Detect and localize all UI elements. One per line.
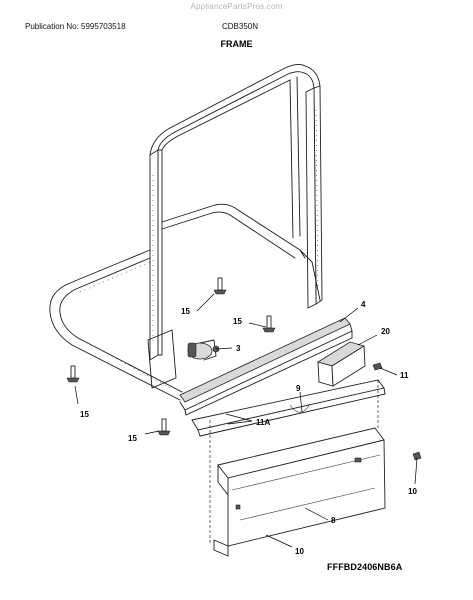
callout-10: 10 [408,487,417,496]
leader-line [304,507,329,521]
leader-line [299,391,303,413]
callout-9: 9 [296,384,301,393]
screw-11 [372,362,383,371]
foot-15-middle [262,315,276,333]
callout-11a: 11A [256,418,270,427]
callout-10: 10 [295,547,304,556]
leader-line [215,347,233,350]
publication-number: Publication No: 5995703518 [25,22,126,31]
leader-line [144,430,160,435]
callout-4: 4 [361,300,366,309]
model-number: CDB350N [222,22,259,31]
leader-line [265,534,293,548]
callout-20: 20 [381,327,390,336]
leader-line [379,367,398,376]
leader-line [357,334,378,346]
part-9-channel [191,379,386,437]
page-title: FRAME [220,39,253,49]
foot-15-top [213,277,227,295]
leader-line [339,307,359,323]
screw-10-right [412,451,422,461]
callout-3: 3 [236,344,241,353]
callout-15: 15 [80,410,89,419]
part-20-cover [317,341,366,387]
base-frame [49,203,353,416]
callout-11: 11 [400,371,409,380]
part-3-valve [187,339,220,361]
leader-line [196,293,215,312]
leader-line [225,413,253,422]
diagram-code: FFFBD2406NB6A [327,562,403,572]
callout-15: 15 [181,307,190,316]
leader-line [248,322,267,328]
leader-line [74,385,79,405]
watermark: AppliancePartsPros.com [190,2,283,11]
callout-15: 15 [128,434,137,443]
leader-line [227,420,253,425]
part-8-toe-panel [213,427,386,557]
callout-8: 8 [331,516,336,525]
callout-15: 15 [233,317,242,326]
upright-frame [149,63,323,361]
foot-15-bottom [157,418,171,436]
leader-line [414,457,418,485]
foot-15-left [66,365,80,383]
